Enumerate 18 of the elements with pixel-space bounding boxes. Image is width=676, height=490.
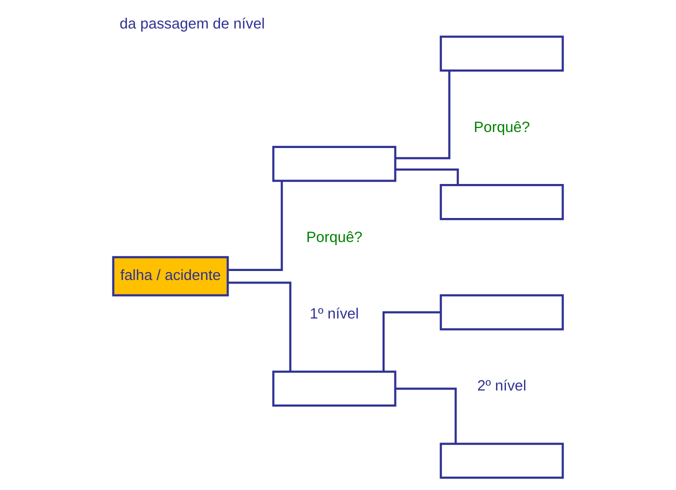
node-box: falha / acidente (112, 256, 229, 296)
node-box (440, 442, 564, 479)
label: Porquê? (306, 230, 362, 246)
connector (395, 388, 457, 444)
node-box (440, 294, 564, 330)
node-box (272, 146, 396, 182)
label: 2º nível (477, 378, 526, 394)
connector (395, 168, 459, 186)
node-box (272, 370, 396, 407)
connector (228, 282, 292, 372)
node-box (440, 36, 564, 72)
node-box (440, 184, 564, 220)
connector (396, 70, 450, 160)
connector (382, 311, 441, 372)
diagram-title: da passagem de nível (120, 16, 265, 32)
label: Porquê? (474, 120, 530, 136)
label: 1º nível (310, 306, 359, 322)
connector (228, 180, 283, 271)
